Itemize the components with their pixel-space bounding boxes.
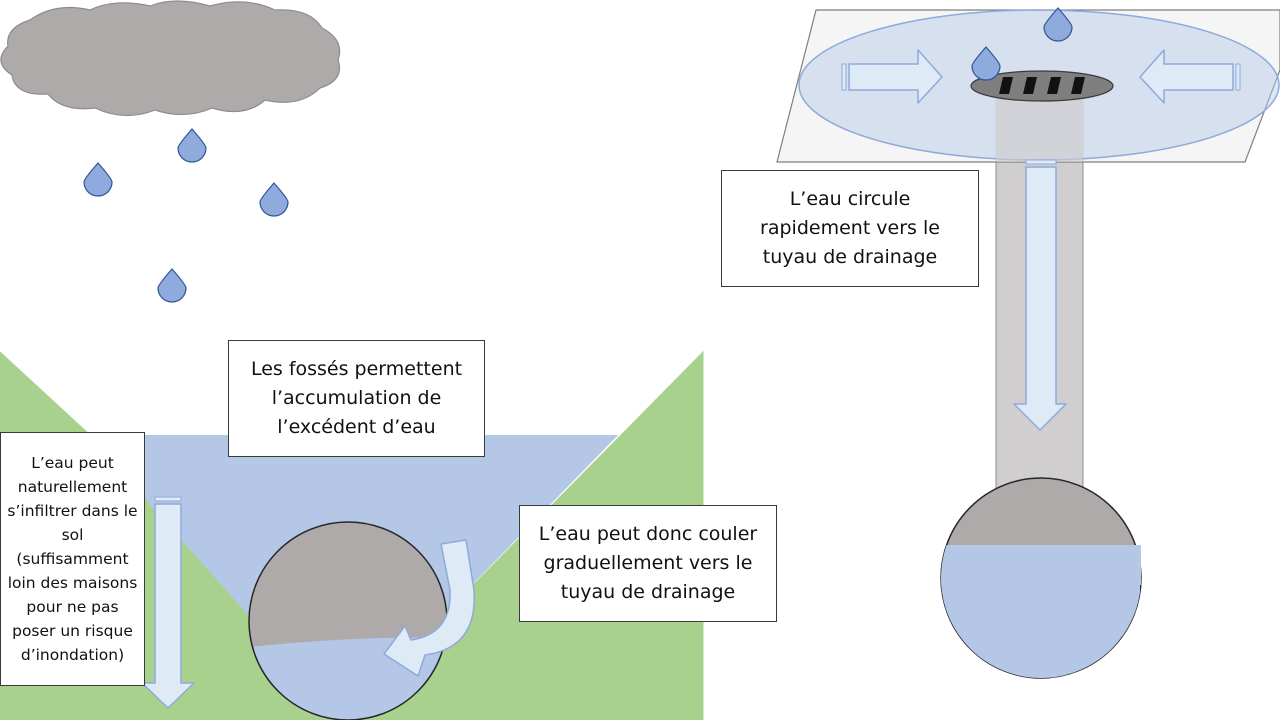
drain-pipe-right — [940, 477, 1142, 679]
rain-drops — [83, 128, 289, 303]
water-drop-icon — [157, 268, 187, 303]
water-drop-icon — [177, 128, 207, 163]
ditch-text: Les fossés permettent l’accumulation de … — [250, 358, 463, 438]
rain-cloud-icon — [0, 0, 341, 117]
water-drop-icon — [1043, 7, 1073, 42]
water-drop-icon — [971, 46, 1001, 81]
surface-flow-arrow-left-icon — [1139, 49, 1241, 104]
rapid-flow-callout: L’eau circule rapidement vers le tuyau d… — [721, 170, 979, 287]
rapid-flow-text: L’eau circule rapidement vers le tuyau d… — [760, 188, 940, 268]
storm-grate-icon — [970, 70, 1114, 102]
infiltration-text: L’eau peut naturellement s’infiltrer dan… — [7, 454, 138, 664]
curved-flow-arrow-icon — [383, 539, 476, 677]
surface-flow-arrow-right-icon — [841, 49, 943, 104]
water-drop-icon — [83, 162, 113, 197]
ditch-callout: Les fossés permettent l’accumulation de … — [228, 340, 485, 457]
infiltration-arrow-icon — [141, 496, 195, 709]
shaft-flow-arrow-icon — [1013, 159, 1067, 431]
gradual-flow-text: L’eau peut donc couler graduellement ver… — [538, 523, 758, 603]
infiltration-callout: L’eau peut naturellement s’infiltrer dan… — [0, 432, 145, 686]
gradual-flow-callout: L’eau peut donc couler graduellement ver… — [519, 505, 777, 622]
water-drop-icon — [259, 182, 289, 217]
